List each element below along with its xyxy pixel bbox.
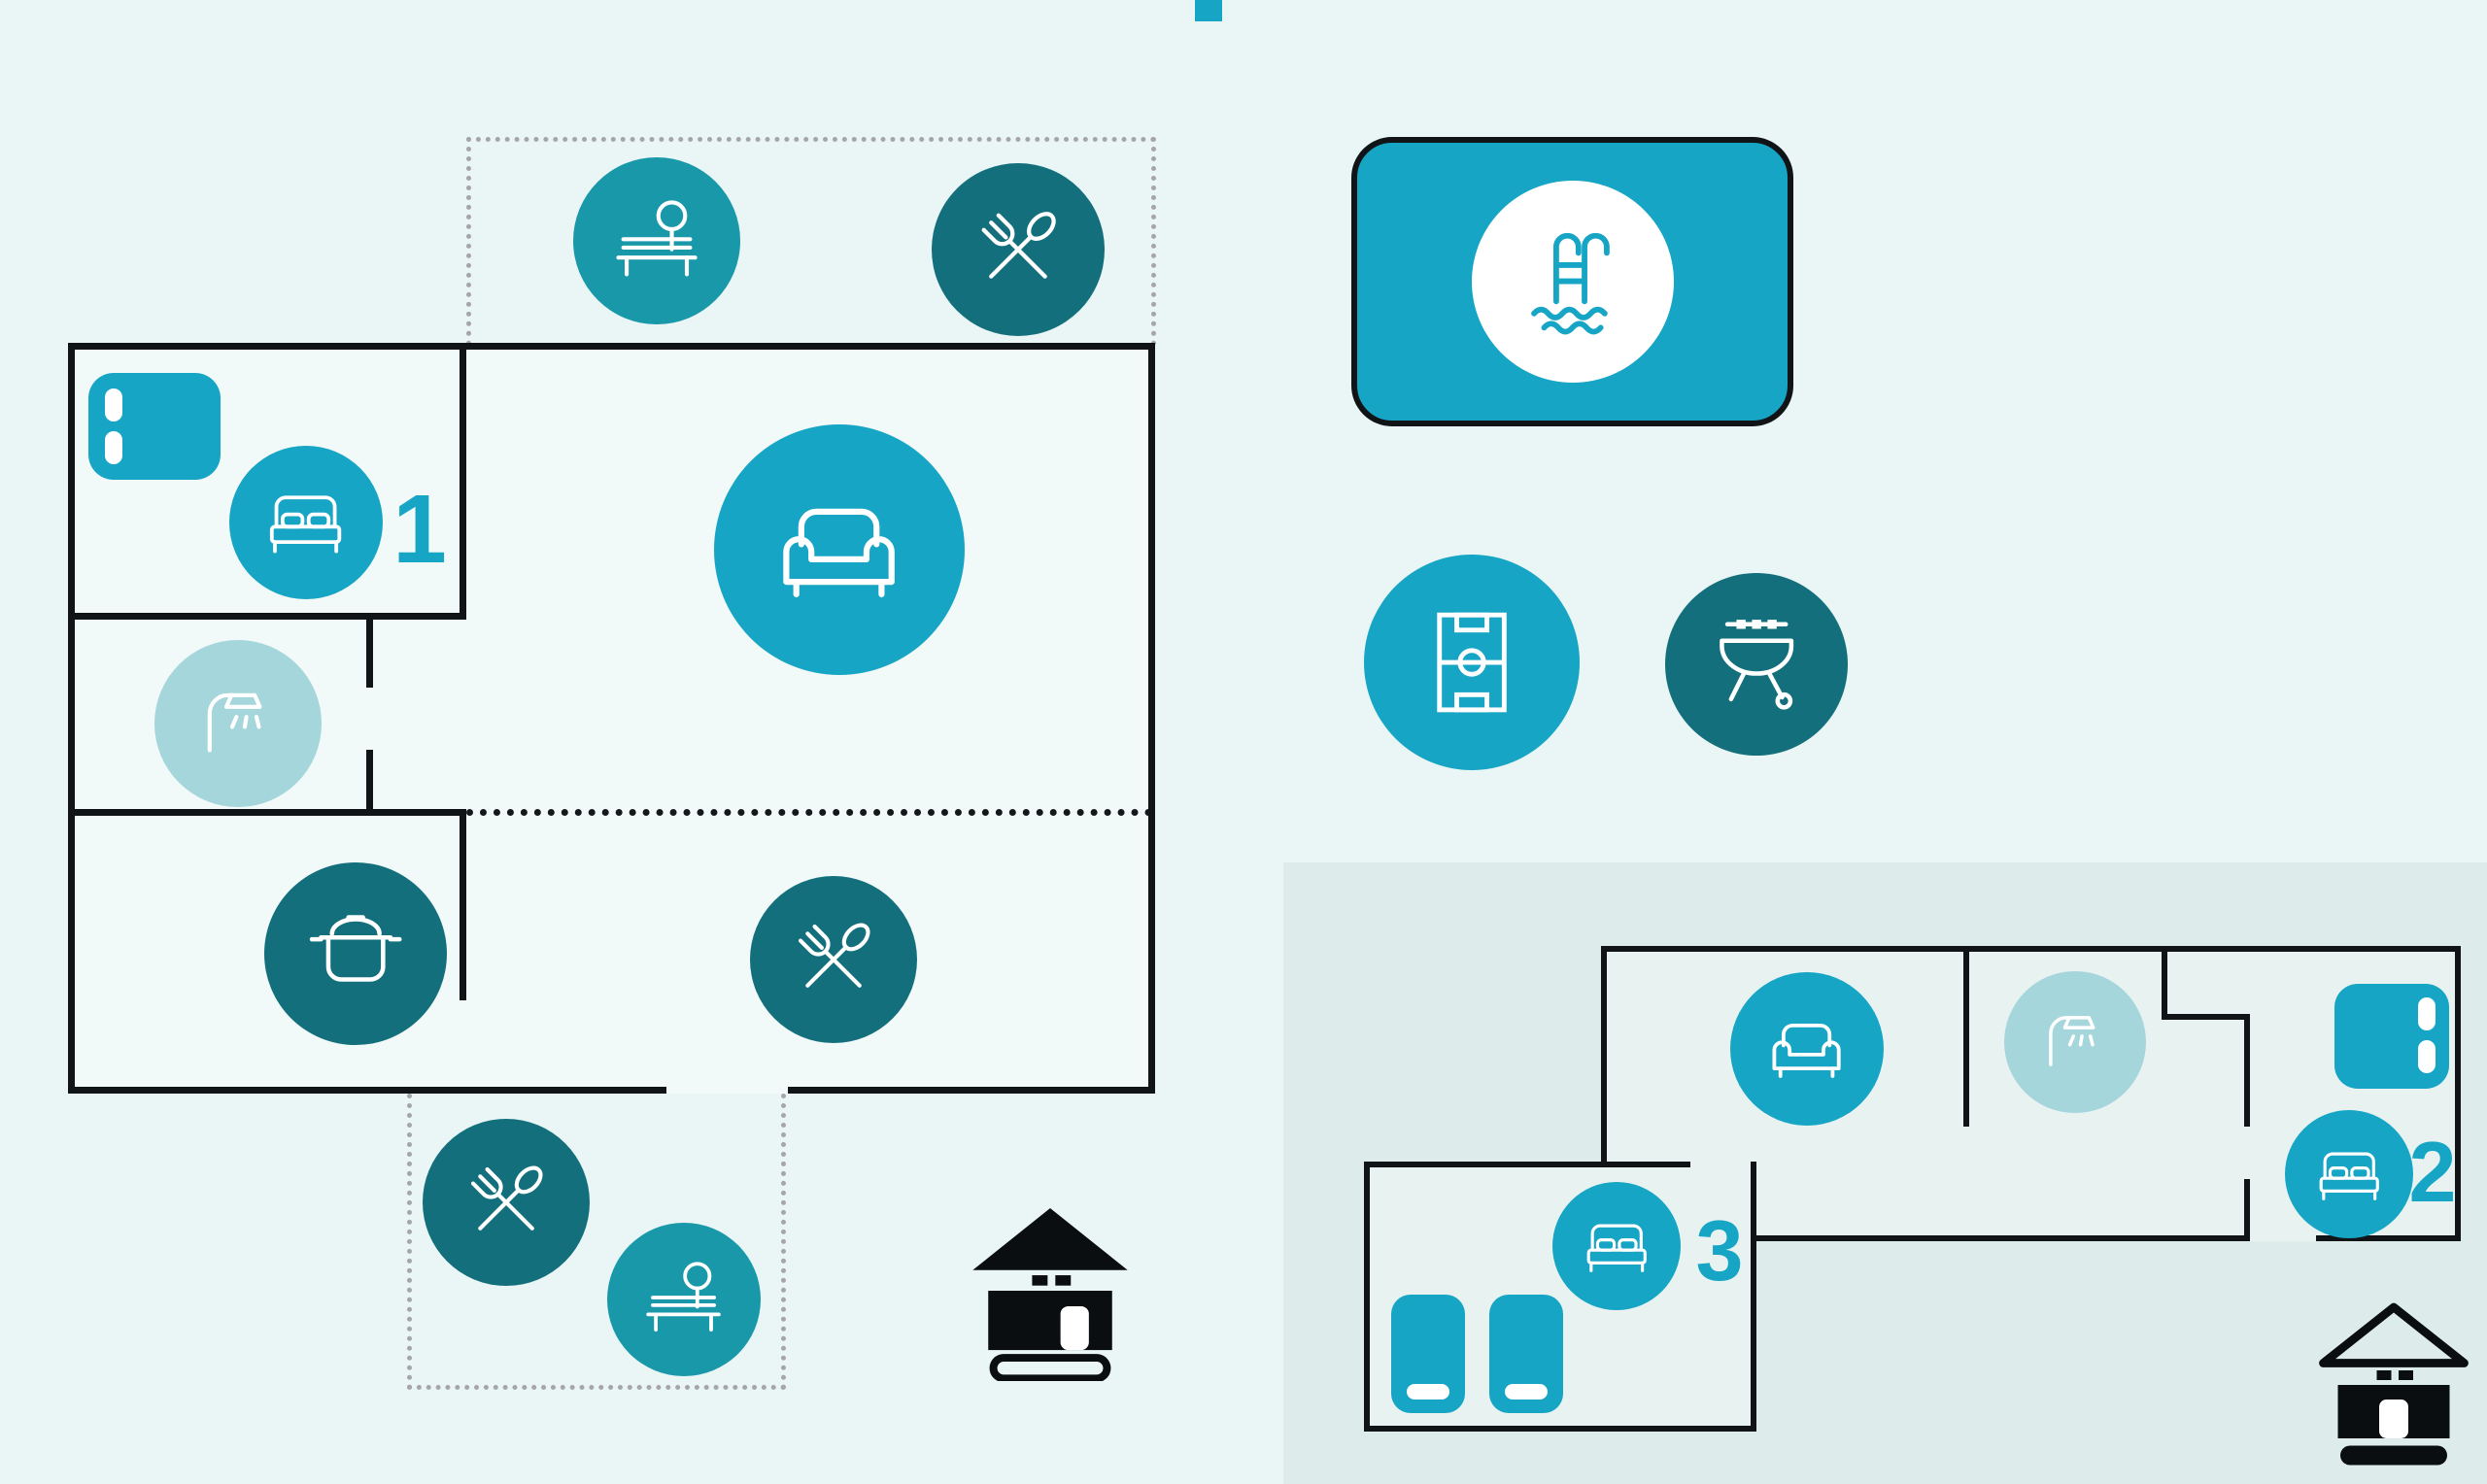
- wall-segment: [2162, 1014, 2250, 1020]
- wall-segment: [2162, 946, 2167, 1020]
- cooking-pot-icon: [264, 862, 447, 1045]
- top-terrace-outline: [466, 137, 1156, 346]
- wall-segment: [788, 1087, 1155, 1094]
- cropped-shape: [1195, 0, 1222, 21]
- pillow-icon: [2418, 1040, 2436, 1073]
- pillow-icon: [105, 431, 122, 464]
- park-bench-icon: [607, 1223, 761, 1376]
- wall-segment: [460, 816, 466, 1000]
- bottom-terrace-outline: [407, 1094, 786, 1390]
- house-icon: [2316, 1298, 2471, 1467]
- wall-segment: [1601, 946, 1607, 1167]
- wall-segment: [1364, 1162, 1690, 1167]
- bedroom-3-label: 3: [1695, 1202, 1744, 1298]
- wall-segment: [68, 343, 1155, 350]
- wall-segment: [1148, 343, 1155, 1094]
- wall-segment: [366, 613, 373, 688]
- swimming-pool-icon: [1471, 181, 1674, 383]
- bedroom-1-label: 1: [392, 475, 447, 584]
- house-icon: [968, 1200, 1133, 1381]
- wall-segment: [1364, 1162, 1370, 1432]
- bbq-grill-icon: [1665, 573, 1848, 756]
- sofa-icon: [1730, 972, 1884, 1126]
- wall-segment: [2244, 1179, 2250, 1241]
- wall-segment: [2316, 1235, 2461, 1241]
- sliding-partition-dotted-wall: [466, 809, 1152, 816]
- swimming-pool-card: [1351, 137, 1793, 426]
- wall-segment: [1364, 1426, 1756, 1432]
- wall-segment: [1963, 946, 1969, 1127]
- bed-top-view-icon: [2334, 984, 2449, 1089]
- wall-segment: [460, 343, 466, 620]
- pillow-icon: [2418, 997, 2436, 1030]
- wall-segment: [68, 343, 75, 1094]
- wall-segment: [68, 809, 466, 816]
- wall-segment: [1751, 1162, 1756, 1432]
- single-bed-icon: [1391, 1295, 1465, 1413]
- pillow-icon: [1407, 1384, 1449, 1400]
- wall-segment: [2244, 1014, 2250, 1127]
- shower-icon: [2004, 971, 2146, 1113]
- wall-segment: [366, 750, 373, 816]
- wall-segment: [1751, 1235, 2244, 1241]
- wall-segment: [1601, 946, 2461, 952]
- single-bed-icon: [1489, 1295, 1563, 1413]
- cutlery-icon: [423, 1119, 590, 1286]
- football-pitch-icon: [1364, 555, 1580, 770]
- wall-segment: [68, 613, 466, 620]
- pillow-icon: [1505, 1384, 1548, 1400]
- sofa-icon: [714, 424, 965, 675]
- double-bed-icon: [1552, 1182, 1681, 1310]
- cutlery-icon: [750, 876, 917, 1043]
- cutlery-icon: [932, 163, 1105, 336]
- shower-icon: [154, 640, 322, 807]
- double-bed-icon: [2285, 1110, 2413, 1238]
- wall-segment: [68, 1087, 666, 1094]
- park-bench-icon: [573, 157, 740, 324]
- bed-top-view-icon: [88, 373, 221, 480]
- wall-segment: [2455, 946, 2461, 1241]
- pillow-icon: [105, 388, 122, 422]
- bedroom-2-label: 2: [2408, 1124, 2457, 1220]
- double-bed-icon: [229, 446, 383, 599]
